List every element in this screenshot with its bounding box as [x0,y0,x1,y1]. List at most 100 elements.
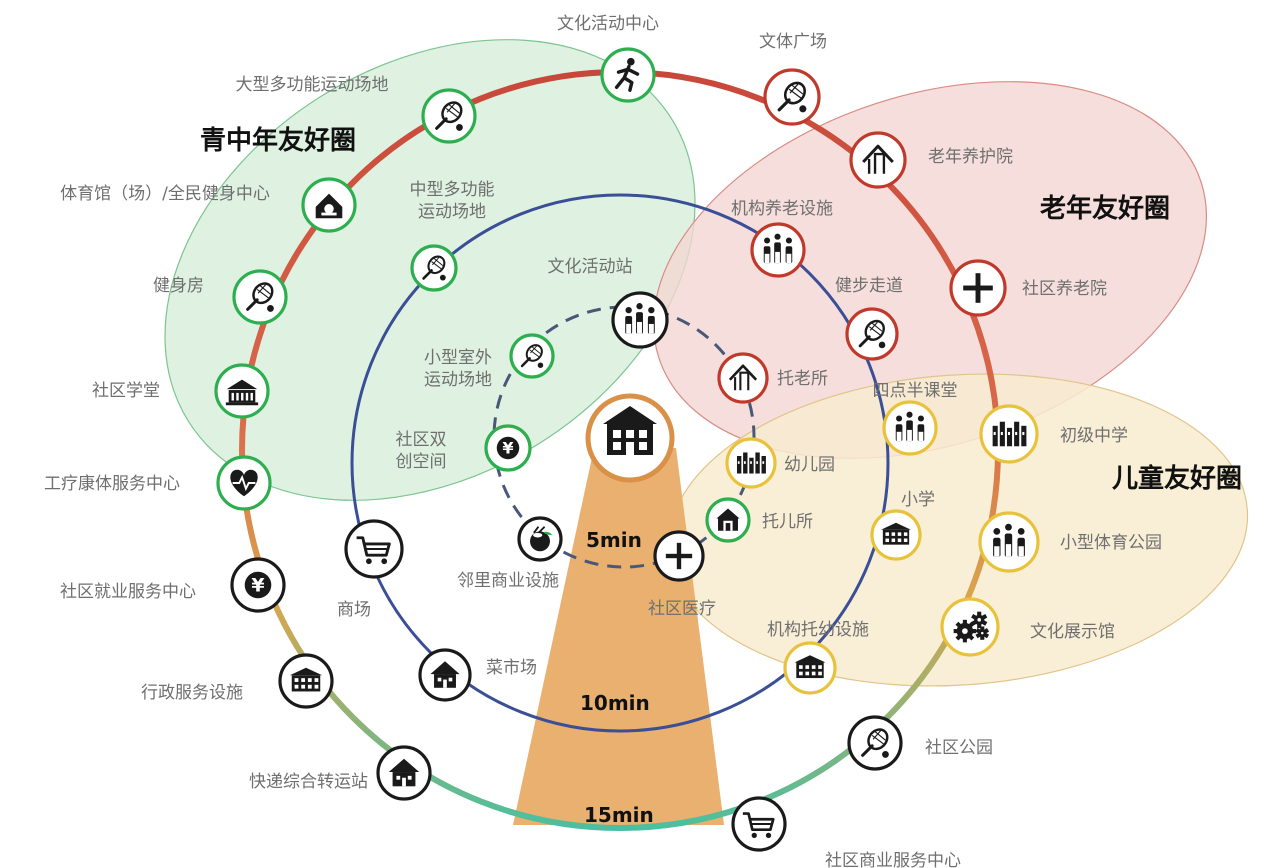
tennis-icon [520,344,544,368]
facility-label: 社区公园 [925,738,993,758]
facility-label: 老年养护院 [928,147,1013,167]
facility-label: 托老所 [777,369,828,389]
building-icon [289,667,323,692]
shelter-icon [862,144,894,174]
ring-10min [350,193,890,733]
facility-label: 健步走道 [835,276,903,296]
school-icon [225,379,259,406]
facility-label: 体育馆（场）/全民健身中心 [60,184,270,204]
facility-label: 社区商业服务中心 [825,851,961,868]
facility-node [653,530,705,582]
facility-node [870,509,922,561]
facility-label: 机构托幼设施 [767,620,869,640]
ring-5min [492,305,756,569]
facility-label: 文化展示馆 [1030,622,1115,642]
facility-node [845,307,899,361]
plus-icon [963,273,993,303]
facility-label: 机构养老设施 [731,199,833,219]
center-home-node [585,393,675,483]
people-icon [625,303,655,334]
facility-label: 社区双创空间 [396,430,447,472]
facility-node [731,796,787,852]
tennis-icon [435,101,463,131]
building-icon [794,655,826,679]
svg-text:¥: ¥ [502,439,513,458]
facility-label: 健身房 [153,276,204,296]
facility-node-ring [847,715,903,771]
plus-icon [665,542,693,570]
facility-label: 小型室外运动场地 [424,348,492,390]
cart-icon [356,536,391,565]
facility-node [418,648,472,702]
svg-text:¥: ¥ [251,575,264,597]
city-icon [992,421,1027,447]
city-icon [736,452,766,474]
people-icon [895,411,925,442]
facility-node [611,291,669,349]
facility-label: 邻里商业设施 [457,571,559,591]
facility-label: 快递综合转运站 [249,772,368,792]
facility-label: 社区就业服务中心 [60,582,196,602]
building-icon [881,522,911,545]
facility-node [509,333,555,379]
facility-label: 菜市场 [486,658,537,678]
people-icon [993,523,1025,557]
facility-label: 中型多功能运动场地 [410,180,495,222]
facility-label: 文体广场 [759,32,827,52]
time-label-5min: 5min [586,528,642,552]
facility-node [783,641,837,695]
facility-node [214,363,270,419]
facility-node [979,404,1039,464]
facility-node [600,47,656,103]
facility-node-ring [763,68,821,126]
facility-node [232,269,288,325]
facility-node-ring [717,352,769,404]
facility-label: 行政服务设施 [141,683,243,703]
facility-node [849,131,907,189]
facility-node [278,653,334,709]
tennis-icon [422,255,446,281]
facility-node [216,455,272,511]
coconut-icon [530,526,553,552]
facility-node: ¥ [230,557,286,613]
time-label-15min: 15min [584,803,654,827]
facility-label: 托儿所 [762,512,813,532]
facility-label: 大型多功能运动场地 [236,75,389,95]
facility-node [978,511,1040,573]
cart-icon [742,812,775,839]
facility-node [344,519,404,579]
zone-title-elderly: 老年友好圈 [1040,193,1170,224]
runner-icon [614,57,640,92]
facility-node [725,437,777,489]
facility-label: 商场 [337,600,371,620]
facility-node [940,597,1000,657]
tennis-icon [861,728,889,758]
gym-icon [315,193,343,219]
house-icon [430,661,460,688]
facility-node [763,68,821,126]
facility-node-ring [509,333,555,379]
facility-node [705,497,751,543]
facility-label: 社区学堂 [92,381,160,401]
nursery-icon [716,508,740,531]
facility-node [717,352,769,404]
house-icon [388,758,420,787]
facility-node [517,516,563,562]
facility-label: 社区医疗 [648,599,716,619]
facility-node-ring [410,244,458,292]
facility-node: ¥ [484,424,532,472]
facility-label: 幼儿园 [784,455,835,475]
facility-node [376,745,432,801]
zone-title-children: 儿童友好圈 [1112,463,1242,494]
yen-icon: ¥ [244,571,272,599]
facility-label: 文化活动中心 [557,14,659,34]
facility-label: 初级中学 [1060,426,1128,446]
facility-node-ring [849,131,907,189]
facility-node [421,88,477,144]
facility-label: 小学 [901,490,935,510]
facility-node [301,177,357,233]
tennis-icon [246,282,274,312]
facility-node [882,400,938,456]
